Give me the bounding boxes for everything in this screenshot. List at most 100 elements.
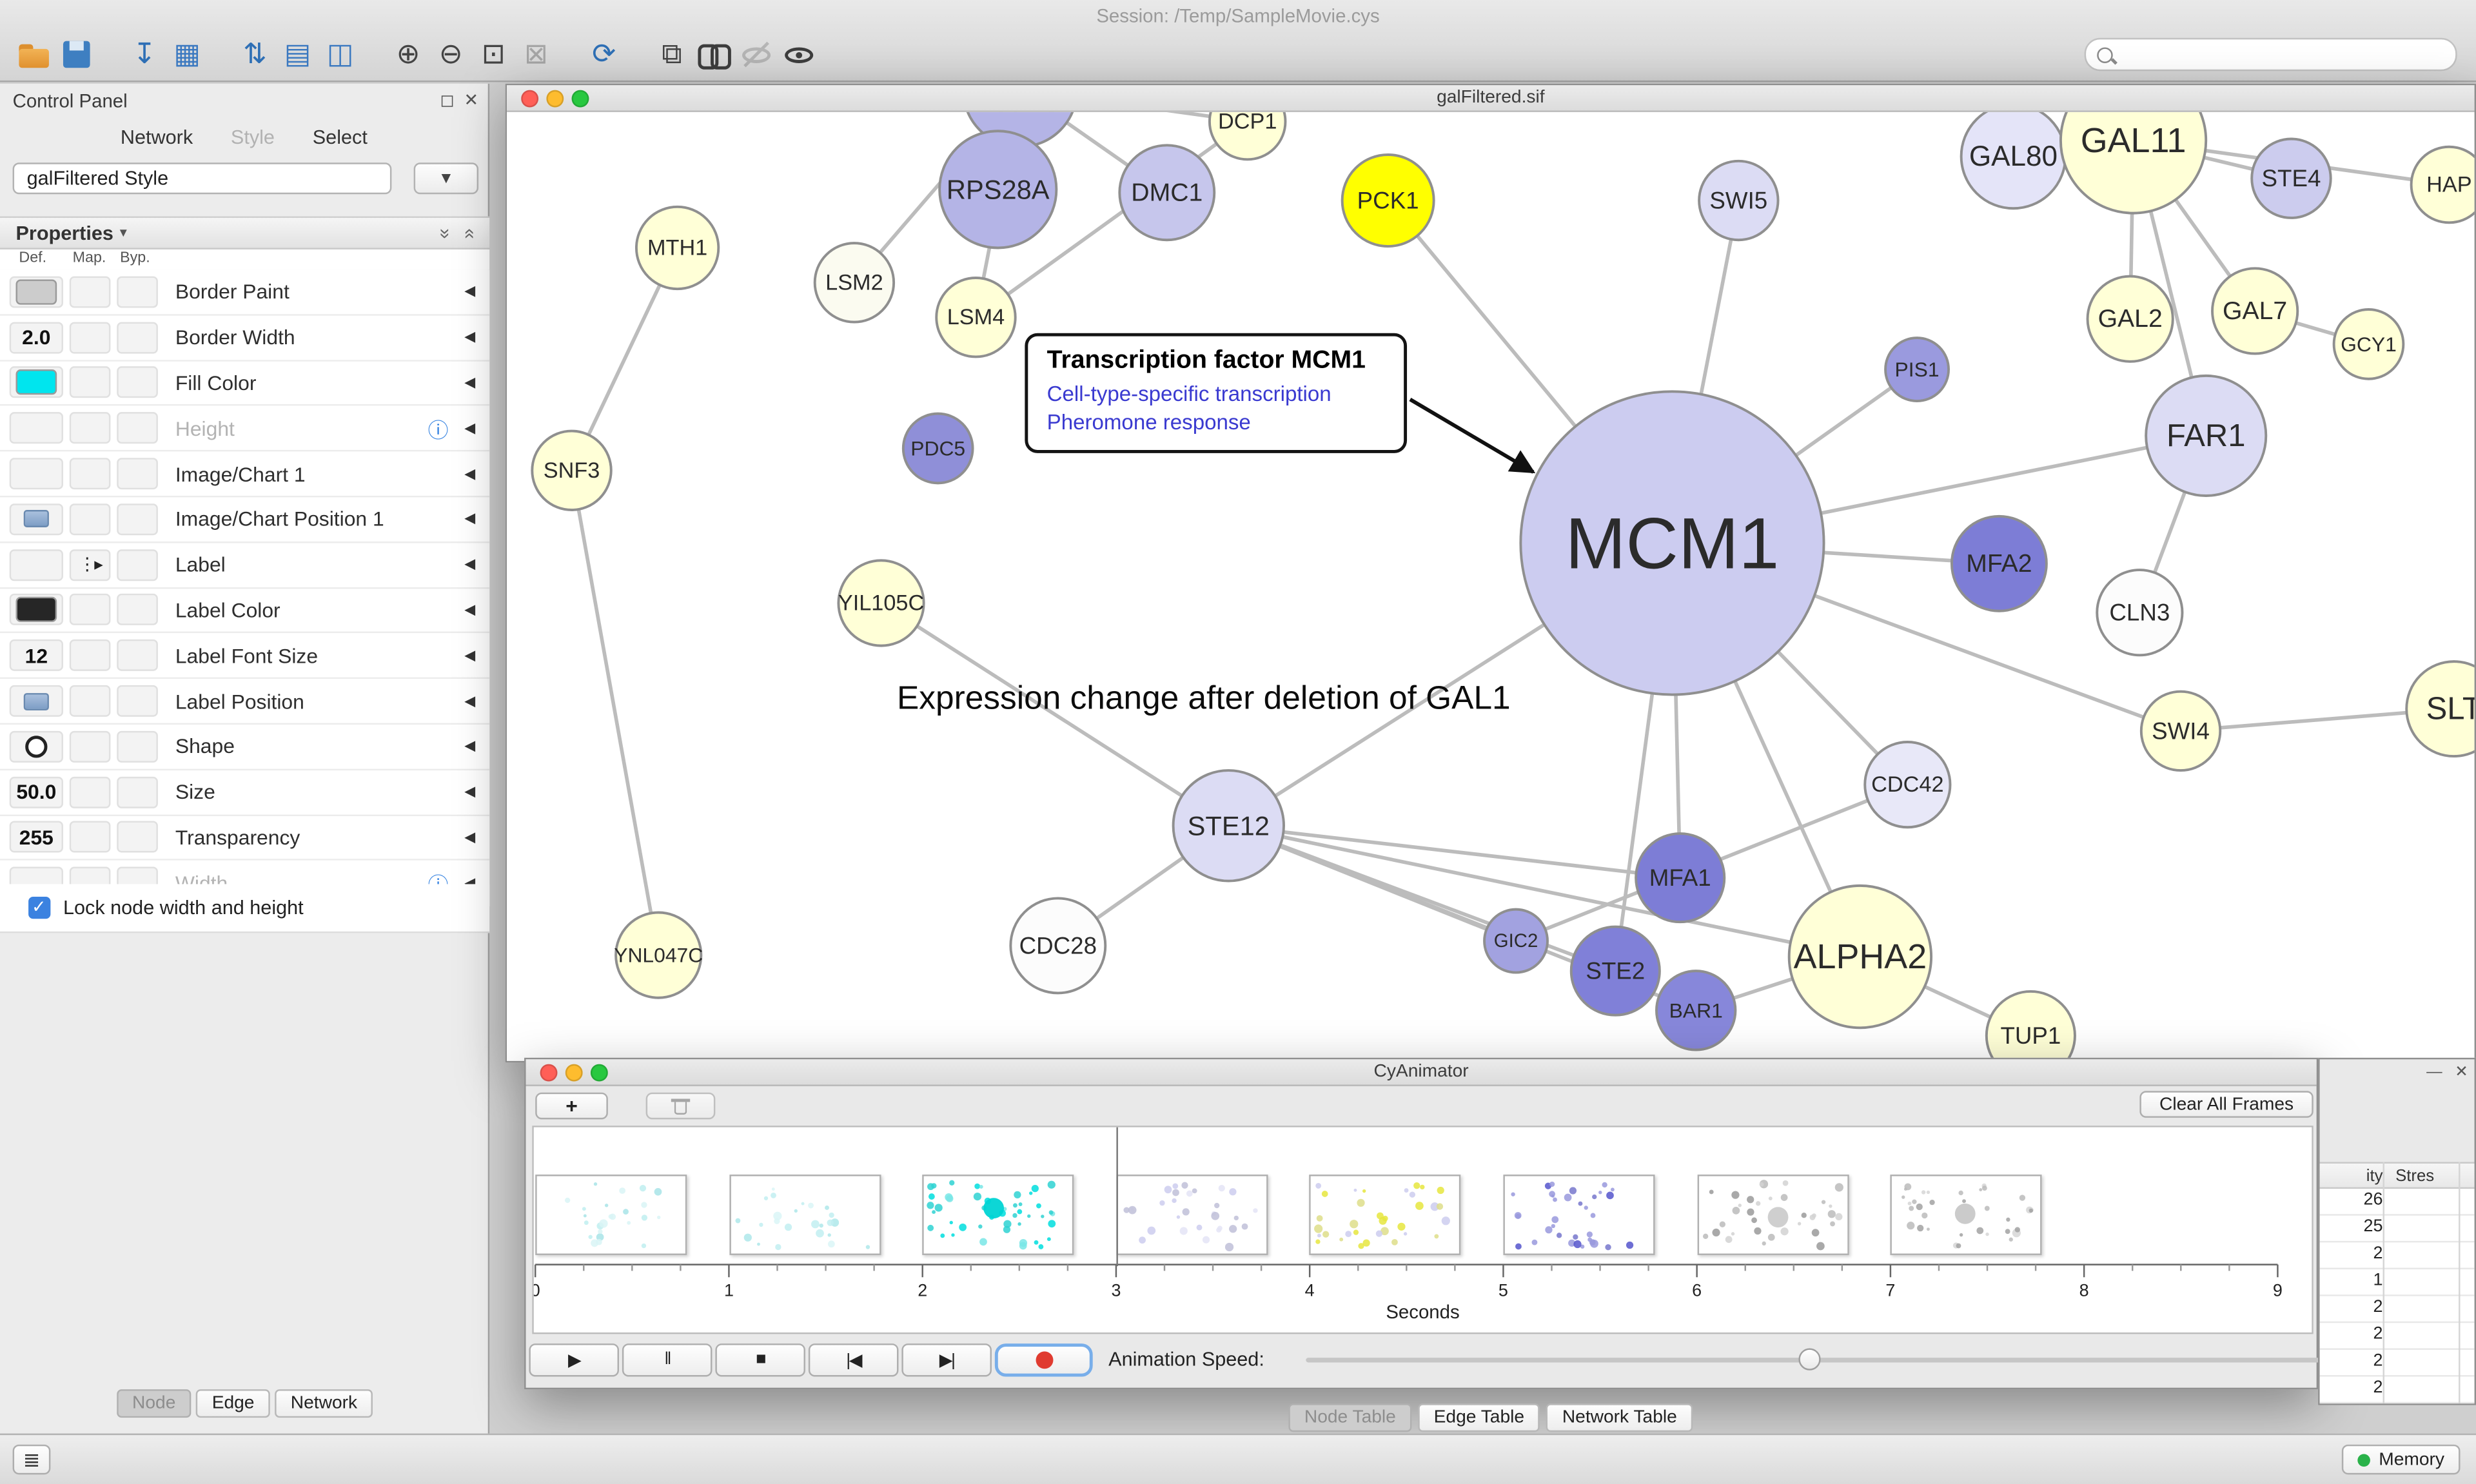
network-node-MFA2[interactable]: MFA2 (1950, 514, 2048, 612)
show-all-icon[interactable] (778, 32, 821, 75)
save-session-icon[interactable] (55, 32, 98, 75)
frame-thumbnail-5[interactable] (1503, 1175, 1655, 1255)
expand-arrow-icon[interactable]: ◀ (464, 374, 476, 390)
export-network-icon[interactable]: ▤ (284, 37, 311, 69)
network-node-GIC2[interactable]: GIC2 (1483, 908, 1549, 974)
expand-arrow-icon[interactable]: ◀ (464, 601, 476, 618)
property-row[interactable]: Border Paint◀ (0, 269, 490, 316)
close-light-icon[interactable] (521, 90, 539, 108)
network-node-DCP1[interactable]: DCP1 (1208, 112, 1287, 161)
refresh-layout-icon[interactable]: ⟳ (592, 37, 616, 69)
expand-arrow-icon[interactable]: ◀ (464, 465, 476, 481)
export-image-icon[interactable]: ◫ (326, 37, 354, 69)
expand-arrow-icon[interactable]: ◀ (464, 510, 476, 527)
cyanimator-titlebar[interactable]: CyAnimator (526, 1059, 2317, 1086)
network-node-CDC42[interactable]: CDC42 (1863, 741, 1952, 829)
network-node-FAR1[interactable]: FAR1 (2145, 374, 2268, 497)
show-panel-button[interactable]: ≣ (12, 1444, 51, 1475)
tab-edge[interactable]: Edge (196, 1389, 270, 1418)
property-row[interactable]: Fill Color◀ (0, 360, 490, 407)
open-session-icon[interactable] (13, 32, 55, 75)
slider-handle[interactable] (1798, 1348, 1820, 1371)
network-window-titlebar[interactable]: galFiltered.sif (507, 85, 2475, 112)
properties-header[interactable]: Properties ▾ » » (0, 216, 490, 249)
network-node-YNL047C[interactable]: YNL047C (614, 911, 703, 999)
property-row[interactable]: Label Color◀ (0, 588, 490, 634)
table-row[interactable]: 2 (2319, 1323, 2475, 1350)
column-header[interactable]: Stres (2395, 1166, 2435, 1186)
frame-thumbnail-6[interactable] (1696, 1175, 1849, 1255)
previous-frame-button[interactable]: |◀ (808, 1342, 899, 1376)
table-row[interactable]: 25 (2319, 1216, 2475, 1243)
play-button[interactable]: ▶ (529, 1342, 620, 1376)
network-node-MFA1[interactable]: MFA1 (1635, 832, 1726, 924)
tab-network[interactable]: Network (275, 1389, 373, 1418)
expand-arrow-icon[interactable]: ◀ (464, 556, 476, 572)
annotation-link[interactable]: Cell-type-specific transcription (1046, 382, 1331, 406)
expand-all-icon[interactable]: » (434, 228, 457, 239)
tab-node-table[interactable]: Node Table (1288, 1403, 1412, 1432)
property-row[interactable]: Shape◀ (0, 725, 490, 770)
tab-node[interactable]: Node (116, 1389, 192, 1418)
zoom-selected-icon[interactable]: ⊠ (524, 37, 548, 69)
property-row[interactable]: Image/Chart 1◀ (0, 451, 490, 498)
network-node-SWI4[interactable]: SWI4 (2139, 690, 2222, 772)
network-node-TUP1[interactable]: TUP1 (1985, 990, 2076, 1061)
network-node-GCY1[interactable]: GCY1 (2332, 308, 2405, 380)
record-button[interactable] (994, 1342, 1093, 1376)
playhead[interactable] (1115, 1127, 1118, 1267)
network-node-STE2[interactable]: STE2 (1569, 925, 1661, 1017)
animation-speed-slider[interactable] (1305, 1343, 2321, 1375)
frame-thumbnail-0[interactable] (535, 1175, 687, 1255)
float-window-icon[interactable]: ◻ (440, 92, 455, 111)
network-node-PCK1[interactable]: PCK1 (1341, 153, 1435, 248)
network-node-ALPHA2[interactable]: ALPHA2 (1787, 884, 1933, 1030)
timeline[interactable]: 0123456789 Seconds (532, 1126, 2314, 1334)
frame-thumbnail-7[interactable] (1890, 1175, 2042, 1255)
expand-arrow-icon[interactable]: ◀ (464, 647, 476, 663)
find-icon[interactable] (693, 32, 736, 75)
column-header[interactable]: ity (2366, 1166, 2383, 1186)
tab-edge-table[interactable]: Edge Table (1418, 1403, 1540, 1432)
expand-arrow-icon[interactable]: ◀ (464, 737, 476, 754)
tab-network-table[interactable]: Network Table (1546, 1403, 1693, 1432)
close-window-icon[interactable]: ✕ (464, 92, 479, 111)
network-node-PDC5[interactable]: PDC5 (901, 412, 974, 485)
network-node-PIS1[interactable]: PIS1 (1884, 337, 1950, 403)
tab-network[interactable]: Network (120, 126, 193, 149)
canvas-caption[interactable]: Expression change after deletion of GAL1 (897, 679, 1511, 716)
network-node-SNF3[interactable]: SNF3 (531, 429, 613, 511)
network-node-CLN3[interactable]: CLN3 (2096, 569, 2184, 657)
search-field[interactable] (2084, 37, 2457, 72)
expand-arrow-icon[interactable]: ◀ (464, 692, 476, 708)
table-row[interactable]: 2 (2319, 1242, 2475, 1269)
hide-selected-icon[interactable] (736, 32, 778, 75)
expand-arrow-icon[interactable]: ◀ (464, 283, 476, 299)
frame-thumbnail-1[interactable] (729, 1175, 881, 1255)
minimize-light-icon[interactable] (565, 1064, 583, 1082)
tab-style[interactable]: Style (230, 126, 275, 149)
add-frame-button[interactable]: + (535, 1092, 608, 1120)
table-row[interactable]: 26 (2319, 1189, 2475, 1216)
delete-frame-button[interactable] (645, 1092, 716, 1120)
import-table-icon[interactable]: ▦ (173, 37, 201, 69)
memory-button[interactable]: Memory (2342, 1444, 2461, 1475)
expand-arrow-icon[interactable]: ◀ (464, 828, 476, 845)
zoom-fit-icon[interactable]: ⊡ (481, 37, 506, 69)
frame-thumbnail-2[interactable] (922, 1175, 1074, 1255)
close-window-icon[interactable]: ✕ (2455, 1064, 2468, 1082)
zoom-light-icon[interactable] (571, 90, 589, 108)
pause-button[interactable]: ‖ (622, 1342, 712, 1376)
property-row[interactable]: Label Position◀ (0, 679, 490, 725)
collapse-all-icon[interactable]: » (457, 228, 480, 239)
property-row[interactable]: Image/Chart Position 1◀ (0, 497, 490, 543)
copy-icon[interactable]: ⧉ (662, 37, 682, 69)
minimize-window-icon[interactable]: — (2426, 1064, 2442, 1082)
next-frame-button[interactable]: ▶| (901, 1342, 992, 1376)
network-node-RPS28A[interactable]: RPS28A (938, 130, 1058, 249)
network-node-SLT[interactable]: SLT (2405, 660, 2475, 757)
network-node-HAP[interactable]: HAP (2410, 145, 2475, 224)
